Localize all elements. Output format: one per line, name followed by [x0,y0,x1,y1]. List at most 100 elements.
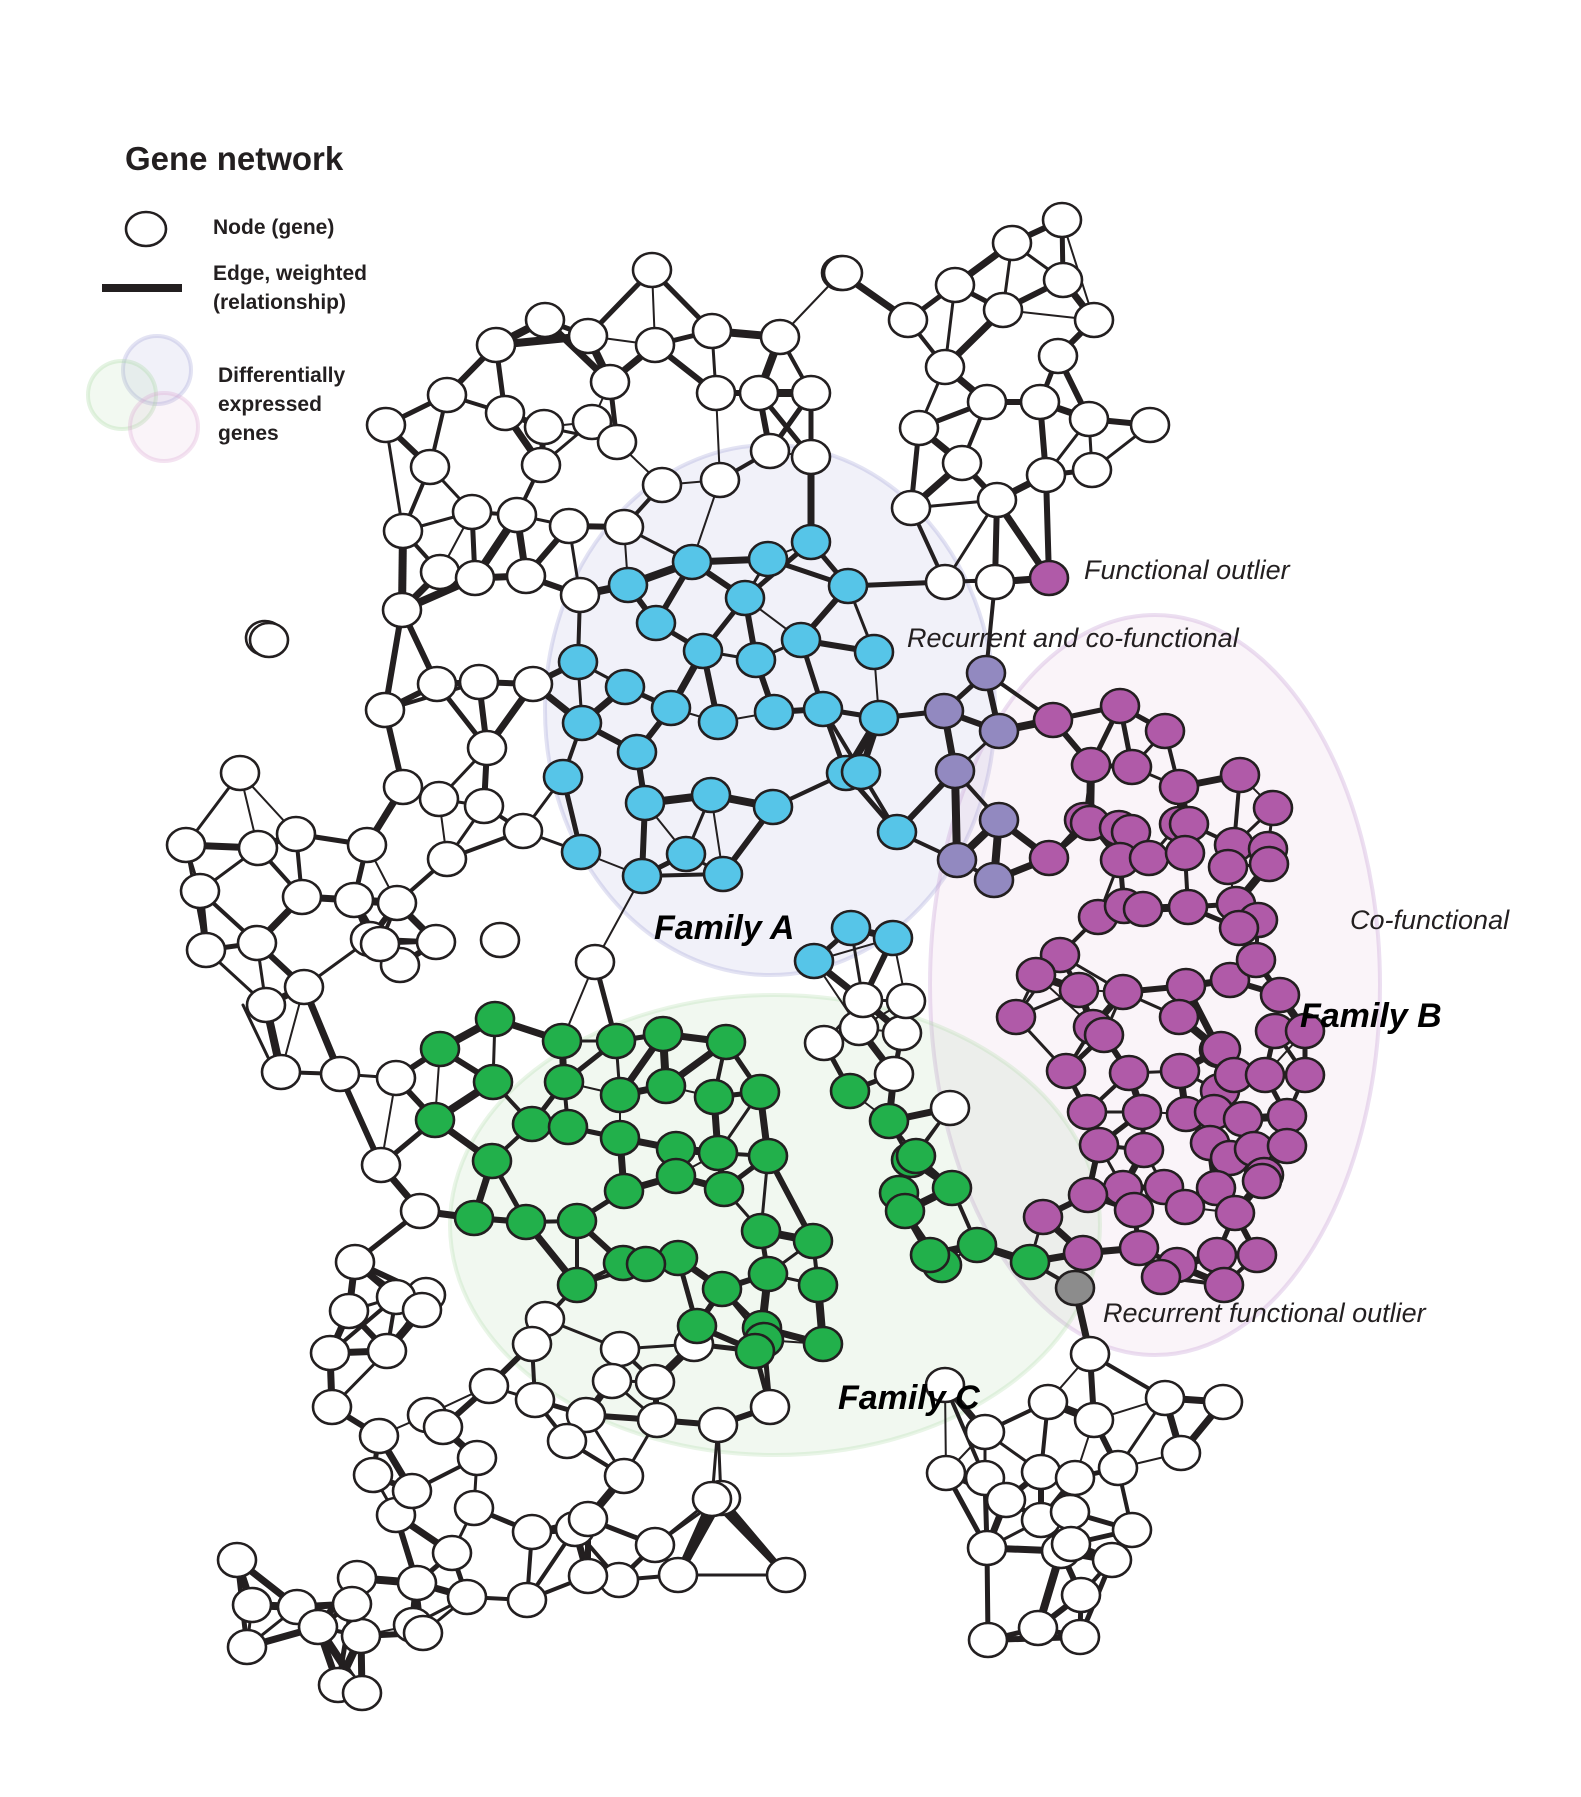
gene-node [216,1541,258,1579]
gene-node-family-c [909,1236,951,1274]
gene-node [634,326,676,364]
gene-node [985,1481,1027,1519]
gene-node [185,931,227,969]
legend-halo-purple [121,334,193,406]
gene-node [567,1557,609,1595]
gene-node-family-b [1140,1258,1182,1296]
gene-node-family-b [1159,1052,1201,1090]
gene-node-family-a [724,579,766,617]
gene-node [1068,400,1110,438]
gene-node-family-c [868,1102,910,1140]
gene-node [511,1325,553,1363]
gene-node-family-c [474,1000,516,1038]
gene-node [236,924,278,962]
gene-node [416,665,458,703]
gene-node [331,1585,373,1623]
gene-node [803,1024,845,1062]
gene-node-family-b [1167,888,1209,926]
gene-node-family-c [419,1030,461,1068]
gene-node-family-c [1009,1243,1051,1281]
gene-node-family-b [1218,909,1260,947]
gene-node [738,374,780,412]
gene-node-family-c [802,1325,844,1363]
gene-node [1073,301,1115,339]
gene-node-family-a [697,703,739,741]
gene-node-family-c [599,1076,641,1114]
gene-node [237,829,279,867]
family-c-label: Family C [838,1379,980,1417]
gene-node-family-a [682,632,724,670]
gene-node [245,986,287,1024]
gene-node [991,224,1033,262]
gene-node-family-c [792,1222,834,1260]
gene-node-family-b [1070,746,1112,784]
family-b-label: Family B [1300,997,1442,1035]
gene-node [1037,337,1079,375]
gene-node-recurrent [934,752,976,790]
gene-node [523,408,565,446]
gene-node [453,1489,495,1527]
gene-node [456,1439,498,1477]
gene-node [309,1334,351,1372]
gene-node [328,1292,370,1330]
gene-node [366,1332,408,1370]
gene-node [890,489,932,527]
gene-node-family-b [1111,748,1153,786]
gene-node [591,1362,633,1400]
gene-node [334,1243,376,1281]
gene-node [1027,1383,1069,1421]
gene-node-family-b [1083,1016,1125,1054]
gene-node [358,1417,400,1455]
gene-node [466,729,508,767]
gene-node-family-a [561,704,603,742]
gene-node [496,496,538,534]
gene-node [603,508,645,546]
gene-node-family-a [840,753,882,791]
gene-node [1160,1434,1202,1472]
gene-node-family-a [802,690,844,728]
gene-node [924,348,966,386]
legend: Gene network Node (gene) Edge, weighted … [86,140,367,463]
gene-node-family-a [616,733,658,771]
annotation-functional-outlier: Functional outlier [1084,555,1291,585]
gene-node [1020,1453,1062,1491]
gene-node [165,826,207,864]
legend-node-icon [124,210,168,248]
gene-node [505,557,547,595]
gene-node-recurrent [973,861,1015,899]
gene-node [391,1472,433,1510]
gene-node [759,318,801,356]
gene-node-family-c [556,1266,598,1304]
gene-node [1202,1383,1244,1421]
gene-node [281,878,323,916]
gene-node-family-b [995,998,1037,1036]
gene-node [634,1526,676,1564]
gene-node-family-b [1102,973,1144,1011]
gene-node [885,982,927,1020]
gene-node [431,1534,473,1572]
gene-node [574,943,616,981]
gene-node-family-a [780,621,822,659]
gene-node [765,1556,807,1594]
gene-node [1097,1449,1139,1487]
gene-node [596,423,638,461]
gene-node [695,374,737,412]
gene-node-family-b [1058,971,1100,1009]
gene-node [275,815,317,853]
gene-node [749,1388,791,1426]
gene-node [842,981,884,1019]
gene-node-family-c [705,1023,747,1061]
gene-node-family-b [1164,834,1206,872]
gene-node [699,461,741,499]
gene-node [1073,1401,1115,1439]
gene-node-family-b [1248,845,1290,883]
gene-node-family-c [599,1119,641,1157]
gene-node-family-c [676,1307,718,1345]
gene-node-family-a [607,566,649,604]
gene-node [546,1422,588,1460]
gene-node [589,363,631,401]
gene-node-family-c [645,1067,687,1105]
gene-node [340,1617,382,1655]
gene-node-family-b [1259,976,1301,1014]
